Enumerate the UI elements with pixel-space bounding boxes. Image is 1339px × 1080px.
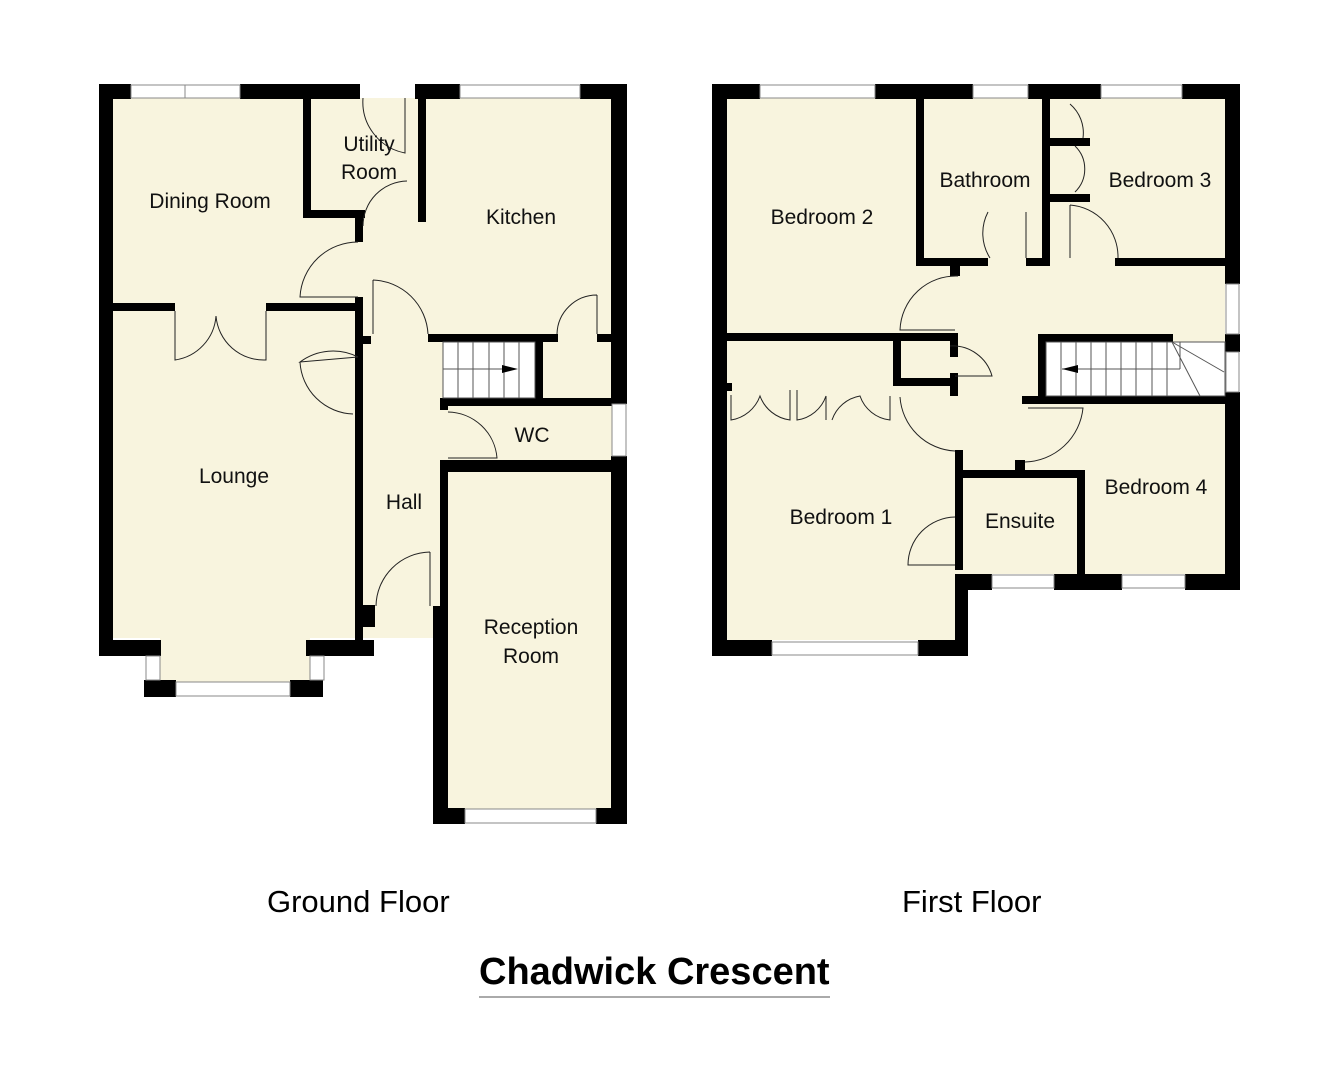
ground-floor-label: Ground Floor xyxy=(267,884,450,919)
room-label-reception-room-line2: Room xyxy=(503,645,559,668)
room-label-bedroom-3: Bedroom 3 xyxy=(1109,169,1212,192)
ground-floor-stairs xyxy=(442,341,536,399)
room-label-utility-room-line1: Utility xyxy=(343,133,395,156)
room-label-ensuite: Ensuite xyxy=(985,510,1055,533)
room-label-bedroom-2: Bedroom 2 xyxy=(771,206,874,229)
room-label-hall: Hall xyxy=(386,491,422,514)
room-label-dining-room: Dining Room xyxy=(149,190,270,213)
room-label-bathroom: Bathroom xyxy=(939,169,1030,192)
first-floor-stairs xyxy=(1045,341,1226,397)
room-label-wc: WC xyxy=(515,424,550,447)
room-label-bedroom-1: Bedroom 1 xyxy=(790,506,893,529)
room-label-utility-room-line2: Room xyxy=(341,161,397,184)
room-label-reception-room-line1: Reception xyxy=(484,616,579,639)
first-floor-plan xyxy=(712,84,1240,656)
room-label-bedroom-4: Bedroom 4 xyxy=(1105,476,1208,499)
ground-floor-plan xyxy=(99,84,627,824)
room-label-lounge: Lounge xyxy=(199,465,269,488)
room-label-kitchen: Kitchen xyxy=(486,206,556,229)
property-title: Chadwick Crescent xyxy=(479,950,830,998)
first-floor-label: First Floor xyxy=(902,884,1042,919)
